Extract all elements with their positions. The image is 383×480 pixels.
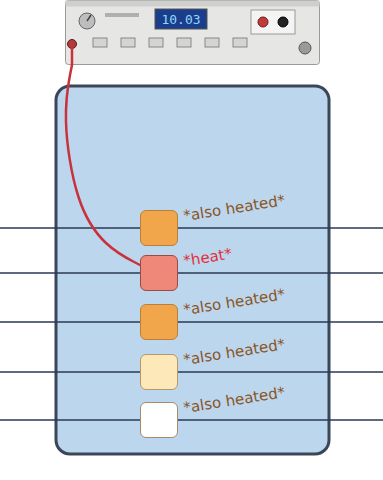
button (177, 38, 191, 47)
button (93, 38, 107, 47)
cable-stub (71, 46, 74, 65)
knob-mark (87, 15, 91, 21)
button (149, 38, 163, 47)
instrument-display (155, 9, 207, 29)
sample-square: *also heated* (140, 354, 178, 390)
button (121, 38, 135, 47)
button (205, 38, 219, 47)
sample-square: *also heated* (140, 402, 178, 438)
sample-square: *also heated* (140, 304, 178, 340)
wire-line (0, 419, 383, 421)
button (233, 38, 247, 47)
wire-line (0, 227, 383, 229)
instrument-knob (79, 13, 95, 29)
power-supply: 10.03 (65, 0, 320, 65)
power-switch (299, 42, 311, 54)
instrument-badge (105, 13, 139, 17)
red-terminal (258, 17, 268, 27)
heater-cable (66, 65, 140, 265)
sample-square: *heat* (140, 255, 178, 291)
wire-line (0, 272, 383, 274)
terminal-panel (251, 10, 295, 34)
instrument-trim (66, 1, 320, 7)
instrument-buttons (93, 38, 247, 47)
wire-line (0, 321, 383, 323)
sample-square: *also heated* (140, 210, 178, 246)
wire-lines (0, 228, 383, 420)
black-terminal (278, 17, 288, 27)
sample-panel (56, 86, 329, 454)
wire-line (0, 371, 383, 373)
instrument-body (66, 1, 320, 65)
display-reading: 10.03 (161, 13, 200, 26)
